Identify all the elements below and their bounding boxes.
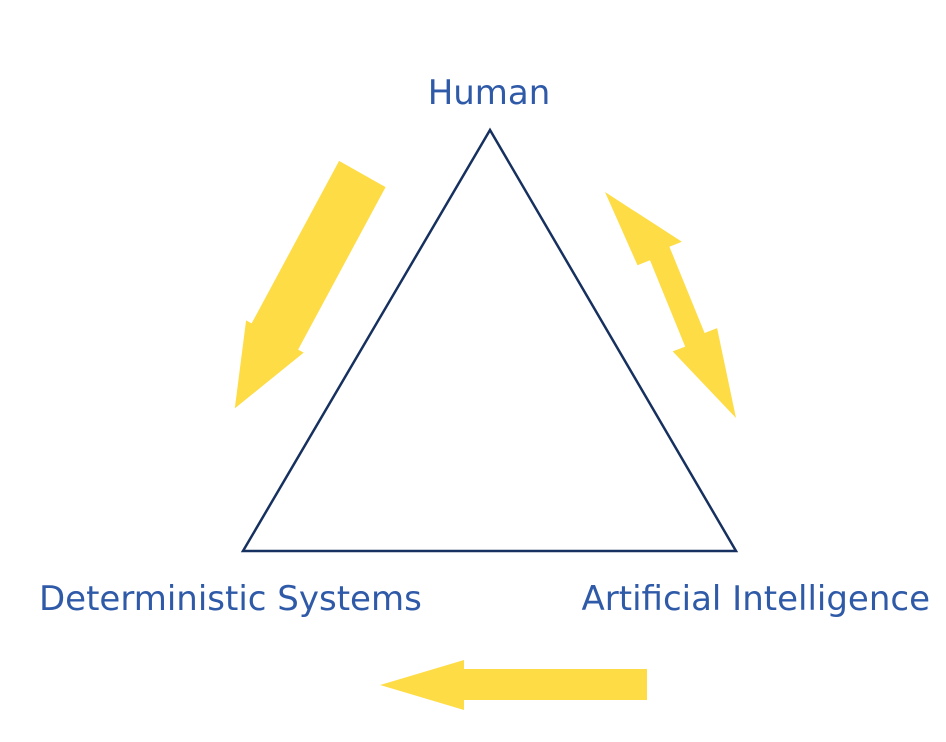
triangle-outline bbox=[240, 127, 739, 553]
node-label-deterministic-systems: Deterministic Systems bbox=[39, 579, 422, 619]
arrow-human-ai-bidirectional bbox=[605, 192, 736, 418]
arrow-ai-to-deterministic bbox=[380, 660, 647, 710]
arrow-human-to-deterministic bbox=[234, 160, 386, 409]
node-label-human: Human bbox=[427, 73, 551, 113]
node-label-artificial-intelligence: Artificial Intelligence bbox=[581, 579, 930, 619]
